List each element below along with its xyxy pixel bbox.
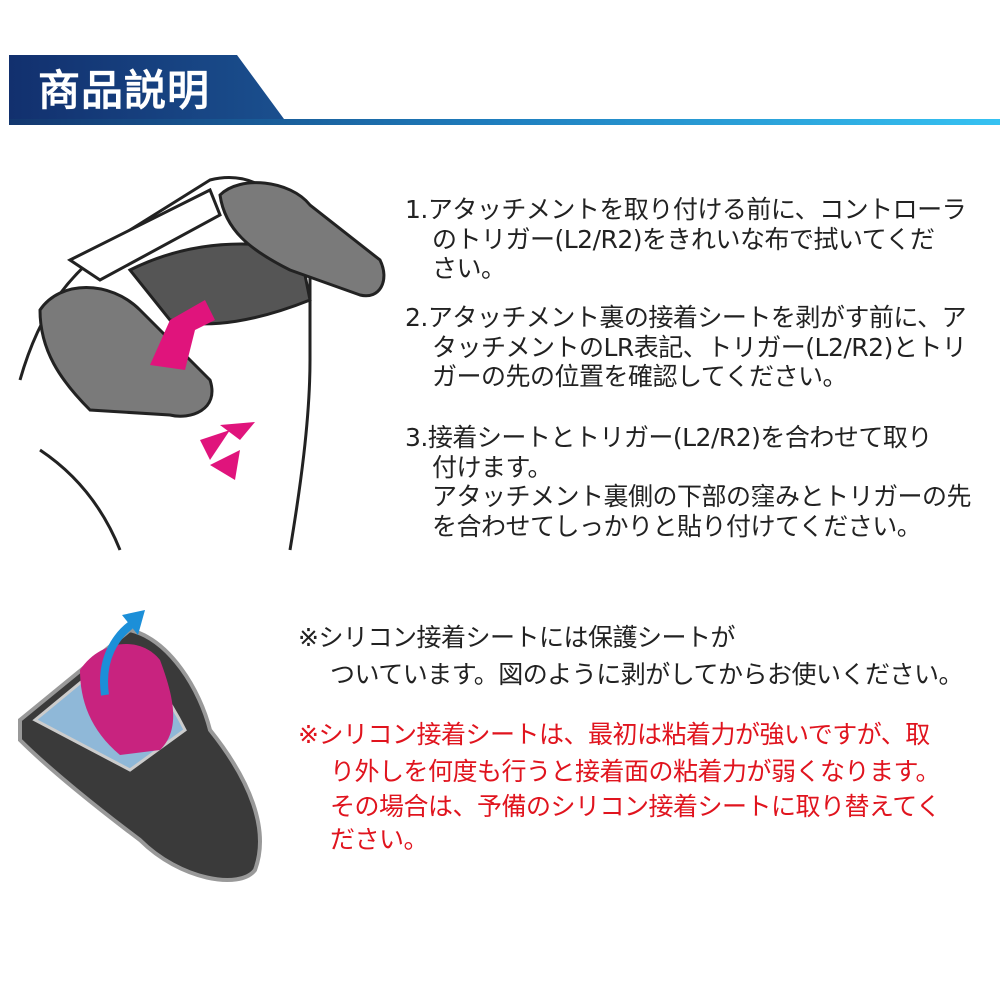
step-1-line-3: さい。 — [432, 254, 506, 283]
step-2-line-1: 2.アタッチメント裏の接着シートを剥がす前に、ア — [405, 303, 967, 332]
note-1-line-1: ※シリコン接着シートには保護シートが — [298, 623, 735, 652]
warning-line-3: その場合は、予備のシリコン接着シートに取り替えてく — [330, 792, 941, 821]
step-3-line-4: を合わせてしっかりと貼り付けてください。 — [432, 512, 922, 541]
attachment-peel-illustration — [18, 610, 262, 882]
warning-line-2: り外しを何度も行うと接着面の粘着力が弱くなります。 — [330, 757, 941, 786]
page-title: 商品説明 — [38, 66, 211, 115]
arrow-icon — [150, 300, 215, 370]
controller-trigger-illustration — [18, 176, 386, 551]
section-header-banner — [9, 55, 1000, 125]
step-2-line-3: ガーの先の位置を確認してください。 — [432, 362, 848, 391]
warning-line-4: ださい。 — [330, 825, 429, 854]
warning-line-1: ※シリコン接着シートは、最初は粘着力が強いですが、取 — [298, 720, 930, 749]
step-1-line-2: のトリガー(L2/R2)をきれいな布で拭いてくだ — [432, 225, 935, 254]
step-3-line-1: 3.接着シートとトリガー(L2/R2)を合わせて取り — [405, 423, 932, 452]
step-3-line-2: 付けます。 — [432, 453, 553, 482]
step-1-line-1: 1.アタッチメントを取り付ける前に、コントローラ — [405, 195, 967, 224]
step-2-line-2: タッチメントのLR表記、トリガー(L2/R2)とトリ — [432, 333, 967, 362]
step-3-line-3: アタッチメント裏側の下部の窪みとトリガーの先 — [432, 482, 972, 511]
arrow-icon — [100, 618, 138, 696]
note-1-line-2: ついています。図のように剥がしてからお使いください。 — [330, 660, 964, 689]
